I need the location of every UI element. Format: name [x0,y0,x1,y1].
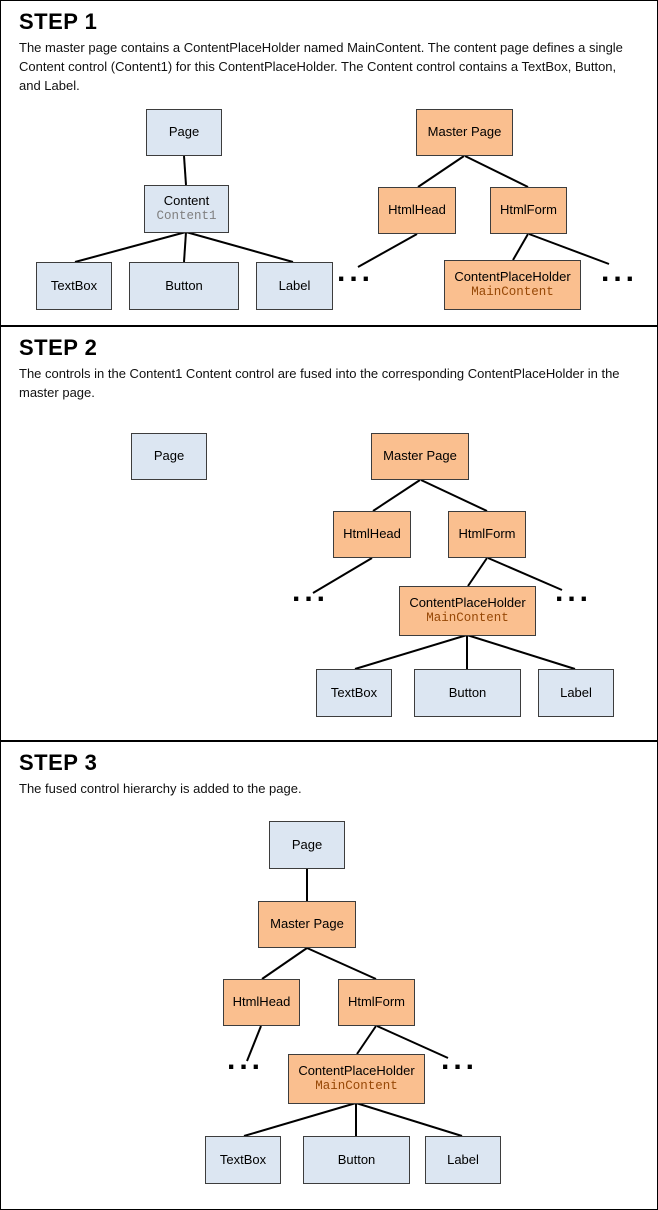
node-textbox: TextBox [36,262,112,310]
node-label: Button [337,1151,376,1167]
node-label: ContentPlaceHolder [454,269,571,285]
node-page: Page [269,821,345,869]
node-label: HtmlHead [232,994,291,1010]
node-button: Button [129,262,239,310]
node-content: Content Content1 [144,185,229,233]
node-label: Master Page [383,448,457,464]
node-master-page: Master Page [371,433,469,480]
node-label-control: Label [538,669,614,717]
ellipsis-more-controls: ... [292,575,330,608]
node-label: Button [448,684,487,700]
ellipsis-more-controls: ... [337,255,375,288]
step1-title: STEP 1 [19,9,98,34]
node-page: Page [146,109,222,156]
node-htmlhead: HtmlHead [223,979,300,1026]
node-label: Label [447,1151,479,1167]
node-label: TextBox [219,1151,267,1167]
node-contentplaceholder: ContentPlaceHolder MainContent [288,1054,425,1104]
step2-title: STEP 2 [19,335,98,360]
node-button: Button [303,1136,410,1184]
step2-panel: STEP 2 The controls in the Content1 Cont… [1,327,657,742]
node-label-control: Label [425,1136,501,1184]
node-contentplaceholder: ContentPlaceHolder MainContent [444,260,581,310]
node-textbox: TextBox [316,669,392,717]
node-htmlhead: HtmlHead [378,187,456,234]
node-label: Page [291,836,323,852]
node-label: TextBox [50,277,98,293]
ellipsis-more-controls: ... [601,255,639,288]
node-master-page: Master Page [416,109,513,156]
step3-description: The fused control hierarchy is added to … [19,781,302,796]
step3-panel: STEP 3 The fused control hierarchy is ad… [1,742,657,1209]
node-htmlform: HtmlForm [448,511,526,558]
node-label: TextBox [330,684,378,700]
node-label: HtmlForm [499,202,558,218]
node-label: HtmlForm [347,994,406,1010]
node-label: Master Page [270,916,344,932]
node-label-control: Label [256,262,333,310]
node-label: Label [560,684,592,700]
step1-panel: STEP 1 The master page contains a Conten… [1,1,657,327]
step2-description: The controls in the Content1 Content con… [19,366,620,400]
node-label: HtmlHead [388,202,446,218]
step3-title: STEP 3 [19,750,98,775]
ellipsis-more-controls: ... [227,1043,265,1076]
node-label: Label [278,277,311,293]
node-code-label: MainContent [426,611,509,626]
node-label: Button [165,277,203,293]
node-label: Page [168,124,200,140]
node-htmlform: HtmlForm [490,187,567,234]
node-label: Content [163,193,210,209]
node-textbox: TextBox [205,1136,281,1184]
node-page: Page [131,433,207,480]
node-label: ContentPlaceHolder [298,1063,415,1079]
node-code-label: MainContent [315,1079,398,1094]
node-master-page: Master Page [258,901,356,948]
node-label: ContentPlaceHolder [409,595,526,611]
node-code-label: Content1 [156,209,217,224]
node-label: HtmlHead [343,526,401,542]
step1-description: The master page contains a ContentPlaceH… [19,40,623,93]
node-htmlform: HtmlForm [338,979,415,1026]
node-label: Master Page [427,124,502,140]
node-label: HtmlForm [458,526,516,542]
node-contentplaceholder: ContentPlaceHolder MainContent [399,586,536,636]
node-label: Page [153,448,185,464]
ellipsis-more-controls: ... [441,1043,479,1076]
node-code-label: MainContent [471,285,554,300]
ellipsis-more-controls: ... [555,575,593,608]
node-button: Button [414,669,521,717]
node-htmlhead: HtmlHead [333,511,411,558]
